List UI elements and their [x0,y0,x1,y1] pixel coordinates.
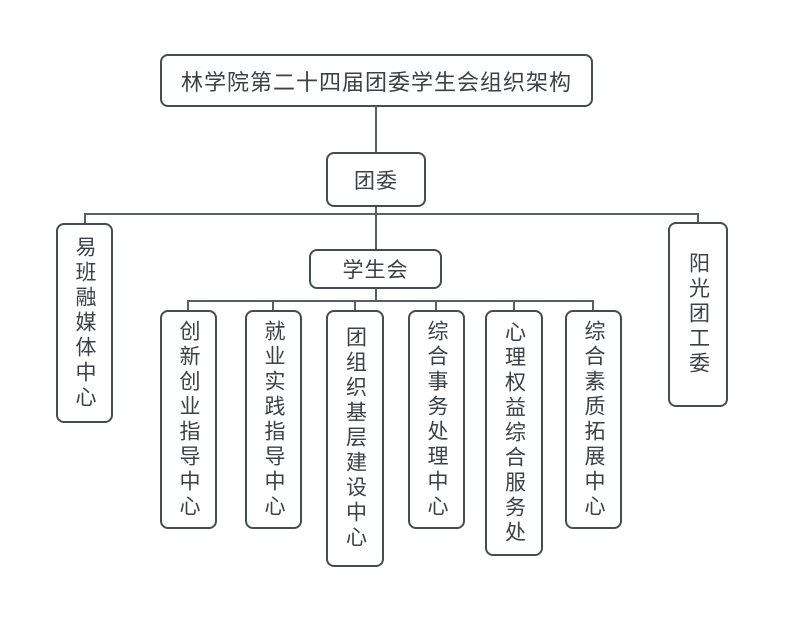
stub-dept-5 [513,300,515,311]
node-dept-psychology-rights[interactable]: 心理权益综合服务处 [485,310,543,556]
node-root-tuanwei[interactable]: 团委 [326,152,426,207]
stub-left-branch [84,213,86,224]
xueshenghui-label: 学生会 [342,259,409,282]
node-dept-general-affairs[interactable]: 综合事务处理中心 [408,310,465,529]
stub-dept-6 [592,300,594,311]
stub-dept-1 [187,300,189,311]
dept-general-affairs-label: 综合事务处理中心 [425,319,448,520]
connector-root-to-center [375,206,377,250]
dept-psychology-rights-label: 心理权益综合服务处 [502,320,526,546]
connector-center-to-rail [375,288,377,302]
node-xueshenghui[interactable]: 学生会 [309,249,442,289]
yiban-media-center-label: 易班融媒体中心 [73,235,96,411]
node-dept-league-building[interactable]: 团组织基层建设中心 [326,310,384,567]
stub-dept-2 [272,300,274,311]
rail-level2 [84,213,699,215]
dept-innovation-label: 创新创业指导中心 [177,319,200,520]
node-dept-quality-development[interactable]: 综合素质拓展中心 [565,310,622,529]
stub-dept-3 [354,300,356,311]
node-yiban-media-center[interactable]: 易班融媒体中心 [56,223,113,423]
root-label: 团委 [354,169,398,193]
stub-right-branch [697,213,699,224]
stub-dept-4 [435,300,437,311]
title-label: 林学院第二十四届团委学生会组织架构 [180,69,572,95]
connector-title-to-root [375,107,377,153]
node-dept-innovation[interactable]: 创新创业指导中心 [160,310,217,529]
node-title[interactable]: 林学院第二十四届团委学生会组织架构 [160,54,593,107]
yangguang-tuangongwei-label: 阳光团工委 [686,252,710,377]
node-dept-employment[interactable]: 就业实践指导中心 [245,310,302,529]
dept-employment-label: 就业实践指导中心 [262,319,285,520]
dept-quality-development-label: 综合素质拓展中心 [582,319,605,520]
node-yangguang-tuangongwei[interactable]: 阳光团工委 [668,222,728,407]
dept-league-building-label: 团组织基层建设中心 [343,326,367,551]
rail-departments [187,300,594,302]
